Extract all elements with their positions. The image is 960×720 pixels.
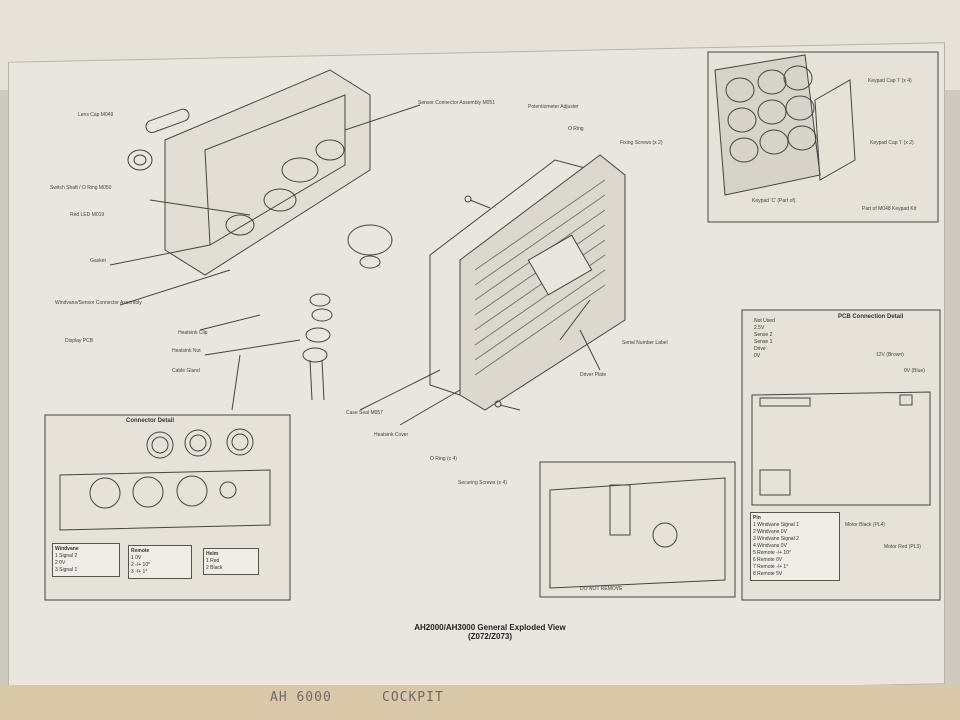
pcb-pin-label: Not Used — [754, 318, 775, 324]
securing-screws-callout: Securing Screws (x 4) — [458, 480, 507, 486]
serial-number-label-callout: Serial Number Label — [622, 340, 668, 346]
pcb-pin-label: Sense 2 — [754, 332, 773, 338]
windvane-row: 3 Signal 1 — [55, 567, 78, 573]
bottom-tag-2: COCKPIT — [382, 690, 444, 705]
pcb-pin-row: 1 Windvane Signal 1 — [753, 522, 799, 528]
pcb-pin-row: 2 Windvane 0V — [753, 529, 787, 535]
windvane-callout: Windvane/Sensor Connector Assembly — [55, 300, 142, 306]
sensor-connector-callout: Sensor Connector Assembly M051 — [418, 100, 495, 106]
motor-red-callout: Motor Red (PL3) — [884, 544, 921, 550]
helm-row: 1 Red — [206, 558, 220, 564]
lens-cap-callout: Lens Cap M049 — [78, 112, 114, 118]
gasket-callout: Gasket — [90, 258, 106, 264]
do-not-remove-label: DO NOT REMOVE — [580, 586, 623, 592]
connector-detail-title: Connector Detail — [126, 418, 175, 424]
pcb-pin-row: 5 Remote -/+ 10° — [753, 550, 791, 556]
pcb-pin-table-title: Pin — [753, 515, 761, 521]
case-seal-callout: Case Seal M057 — [346, 410, 383, 416]
helm-legend-title: Helm — [206, 551, 219, 557]
case-gland-callout: Cable Gland — [172, 368, 200, 374]
pcb-pin-row: 7 Remote -/+ 1° — [753, 564, 789, 570]
bottom-tag-1: AH 6000 — [270, 690, 332, 705]
power-0v-callout: 0V (Blue) — [904, 368, 925, 374]
remote-row: 3 -/+ 1° — [131, 569, 148, 575]
fixing-screws-callout: Fixing Screws (x 2) — [620, 140, 663, 146]
pcb-pin-label: Drive — [754, 346, 766, 352]
pcb-pin-table: Pin 1 Windvane Signal 1 2 Windvane 0V 3 … — [750, 512, 840, 581]
power-12v-callout: 12V (Brown) — [876, 352, 904, 358]
windvane-row: 2 0V — [55, 560, 66, 566]
motor-black-callout: Motor Black (PL4) — [845, 522, 886, 528]
bottom-note-strip — [0, 685, 960, 720]
figure-caption: AH2000/AH3000 General Exploded View (Z07… — [345, 623, 635, 641]
pcb-pin-label: 0V — [754, 353, 761, 359]
keypad-note-callout: Keypad ’C’ (Part of) — [752, 198, 796, 204]
o-ring-callout: O Ring (x 4) — [430, 456, 457, 462]
windvane-legend-title: Windvane — [55, 546, 79, 552]
pcb-pin-label: Sense 1 — [754, 339, 773, 345]
caption-code: (Z072/Z073) — [467, 632, 513, 641]
remote-row: 1 0V — [131, 555, 142, 561]
pcb-pin-row: 4 Windvane 0V — [753, 543, 787, 549]
red-led-callout: Red LED M019 — [70, 212, 105, 218]
heatsink-nut-callout: Heatsink Nut — [172, 348, 201, 354]
keypad-kit-callout: Part of M048 Keypad Kit — [862, 206, 917, 212]
pcb-detail-title: PCB Connection Detail — [838, 314, 904, 320]
driver-plate-callout: Driver Plate — [580, 372, 607, 378]
helm-legend: Helm 1 Red 2 Black — [203, 548, 259, 575]
remote-legend: Remote 1 0V 2 -/+ 10° 3 -/+ 1° — [128, 545, 192, 579]
caption-title: AH2000/AH3000 General Exploded View — [414, 623, 566, 632]
heatsink-cover-callout: Heatsink Cover — [374, 432, 409, 438]
pcb-pin-label: 2.5V — [754, 325, 765, 331]
keypad-cap-1-callout: Keypad Cap ’I’ (x 4) — [868, 78, 912, 84]
windvane-row: 1 Signal 2 — [55, 553, 78, 559]
switch-shaft-callout: Switch Shaft / O Ring M050 — [50, 185, 112, 191]
pcb-pin-list-top: Not Used 2.5V Sense 2 Sense 1 Drive 0V — [752, 316, 826, 362]
display-pcb-callout: Display PCB — [65, 338, 94, 344]
pcb-pin-row: 8 Remote 5V — [753, 571, 783, 577]
remote-legend-title: Remote — [131, 548, 150, 554]
keypad-cap-2-callout: Keypad Cap ’I’ (x 2) — [870, 140, 914, 146]
pcb-pin-row: 6 Remote 0V — [753, 557, 783, 563]
heatsink-clip-callout: Heatsink Clip — [178, 330, 208, 336]
helm-row: 2 Black — [206, 565, 223, 571]
remote-row: 2 -/+ 10° — [131, 562, 151, 568]
windvane-legend: Windvane 1 Signal 2 2 0V 3 Signal 1 — [52, 543, 120, 577]
potentiometer-callout: Potentiometer Adjuster — [528, 104, 579, 110]
o-ring-top-callout: O Ring — [568, 126, 584, 132]
pcb-pin-row: 3 Windvane Signal 2 — [753, 536, 799, 542]
